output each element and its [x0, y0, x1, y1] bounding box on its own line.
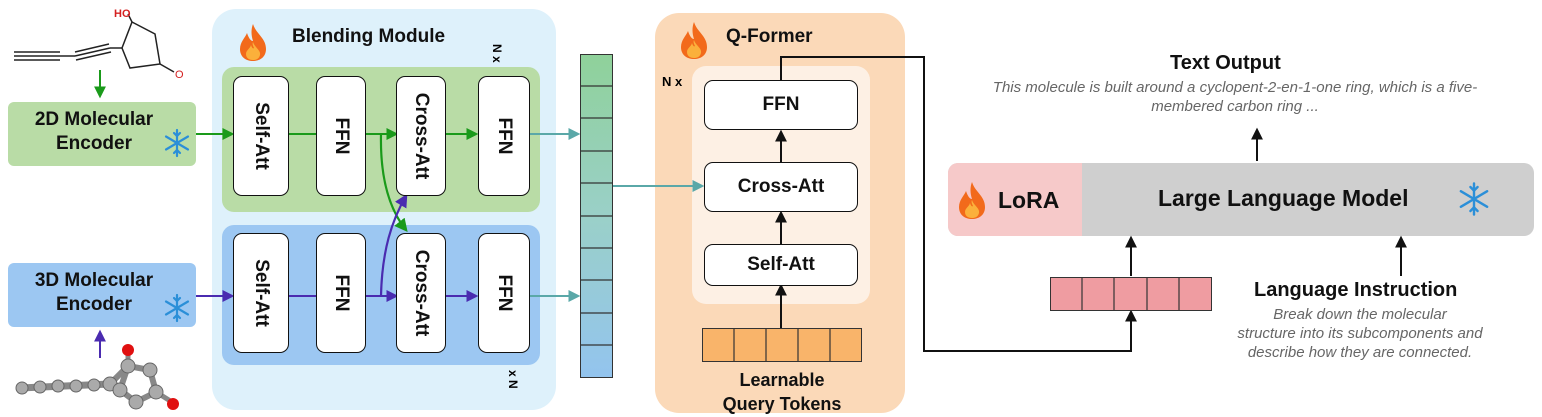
language-instruction-text: Break down the molecular structure into … — [1237, 306, 1483, 361]
text-output-title: Text Output — [1170, 52, 1281, 74]
encoder-2d: 2D Molecular Encoder — [8, 102, 196, 166]
green-ffn-label-1: FFN — [331, 117, 352, 155]
blending-repeat-top: N x — [490, 44, 504, 63]
qformer-title: Q-Former — [726, 26, 813, 47]
blue-self-att-label: Self-Att — [251, 259, 272, 327]
llm-title: Large Language Model — [1158, 185, 1409, 211]
language-instruction-title: Language Instruction — [1254, 279, 1458, 301]
molecule-2d-hydroxyl: HO — [114, 8, 131, 20]
projected-tokens — [1050, 277, 1212, 311]
learnable-query-tokens — [702, 328, 862, 362]
blue-ffn-block-1: FFN — [316, 233, 366, 353]
query-tokens-label: Learnable Query Tokens — [722, 370, 842, 414]
green-ffn-label-2: FFN — [494, 117, 515, 155]
text-output-text: This molecule is built around a cyclopen… — [992, 79, 1478, 115]
qformer-cross-att-label: Cross-Att — [737, 176, 825, 197]
snowflake-icon — [1456, 181, 1492, 222]
qformer-ffn-block: FFN — [704, 80, 858, 130]
blue-ffn-label-2: FFN — [494, 274, 515, 312]
qformer-self-att-label: Self-Att — [747, 254, 815, 275]
snowflake-icon — [162, 128, 192, 163]
molecule-2d — [14, 13, 175, 73]
qformer-cross-att-block: Cross-Att — [704, 162, 858, 212]
qformer-repeat: N x — [662, 74, 683, 89]
encoder-3d: 3D Molecular Encoder — [8, 263, 196, 327]
green-ffn-block-2: FFN — [478, 76, 530, 196]
qformer-ffn-label: FFN — [762, 94, 800, 115]
green-ffn-block-1: FFN — [316, 76, 366, 196]
molecule-3d — [15, 344, 179, 410]
blue-self-att-block: Self-Att — [233, 233, 289, 353]
green-self-att-label: Self-Att — [251, 102, 272, 170]
encoder-2d-label: 2D Molecular Encoder — [34, 109, 154, 154]
blending-fire-icon — [236, 22, 270, 62]
blending-module-title: Blending Module — [292, 26, 446, 47]
snowflake-icon — [162, 293, 192, 328]
green-self-att-block: Self-Att — [233, 76, 289, 196]
fused-token-column — [580, 54, 613, 378]
blue-cross-att-label: Cross-Att — [411, 249, 432, 337]
green-cross-att-label: Cross-Att — [411, 92, 432, 180]
blending-repeat-bottom: x N — [506, 370, 520, 389]
green-cross-att-block: Cross-Att — [396, 76, 446, 196]
molecule-2d-oxygen: O — [175, 69, 184, 81]
lora-fire-icon — [955, 180, 989, 220]
blue-cross-att-block: Cross-Att — [396, 233, 446, 353]
lora-label: LoRA — [998, 187, 1060, 213]
blue-ffn-block-2: FFN — [478, 233, 530, 353]
encoder-3d-label: 3D Molecular Encoder — [34, 270, 154, 315]
qformer-fire-icon — [677, 20, 711, 60]
qformer-self-att-block: Self-Att — [704, 244, 858, 286]
blue-ffn-label-1: FFN — [331, 274, 352, 312]
